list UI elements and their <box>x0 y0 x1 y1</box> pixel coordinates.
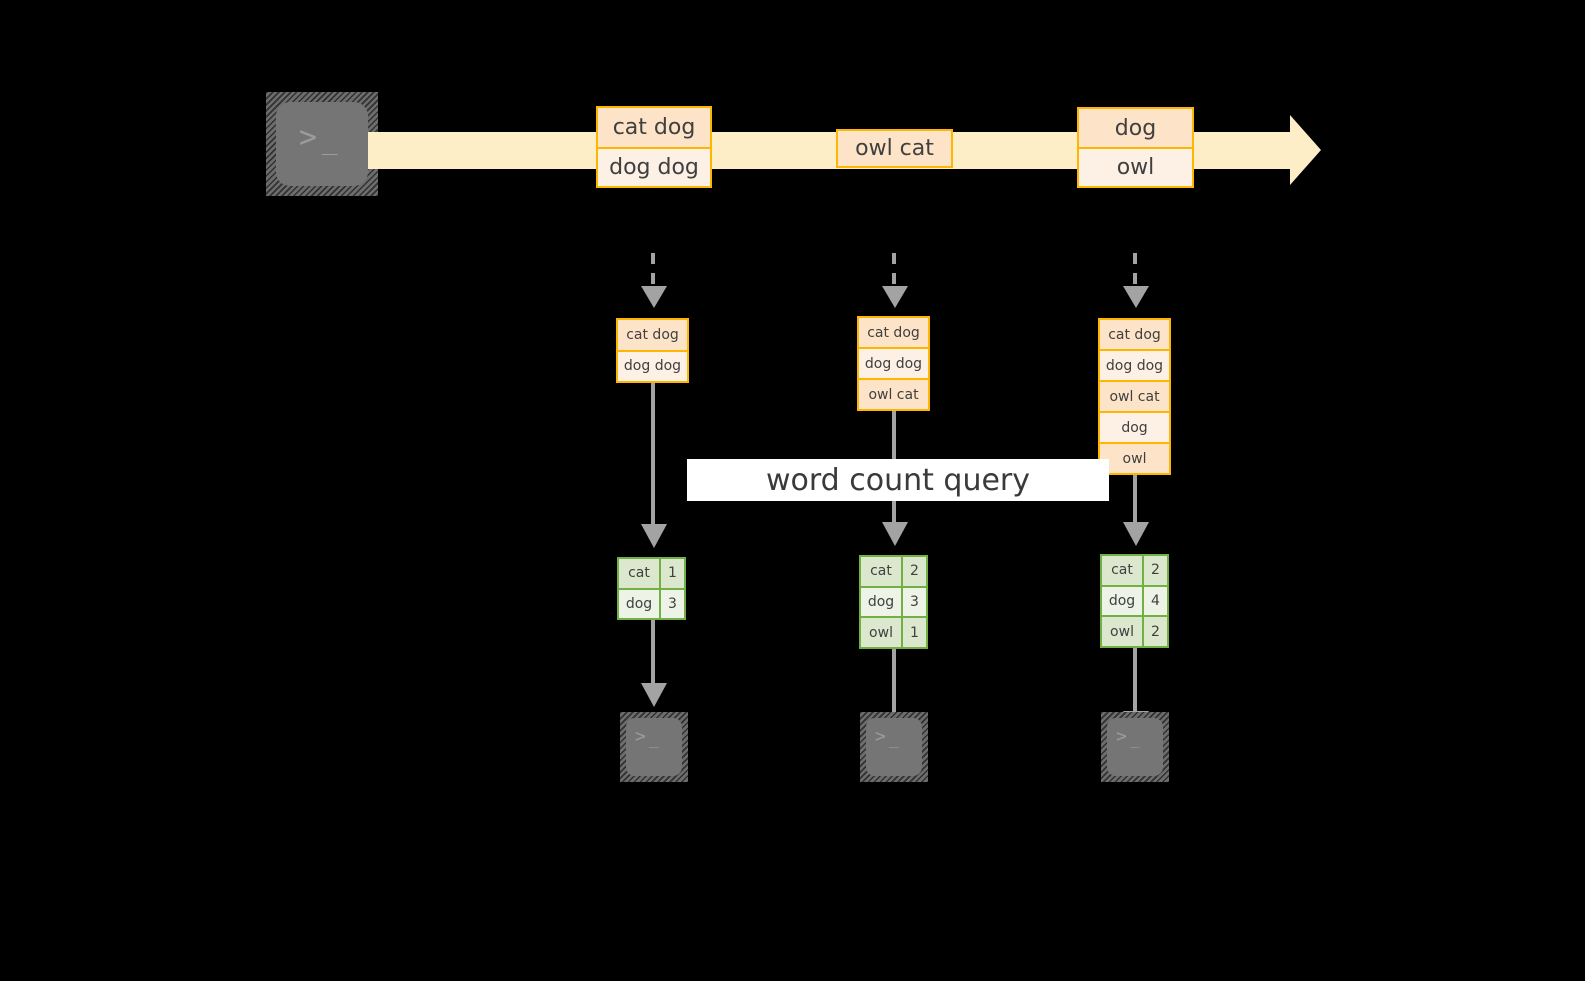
result-row: dog 3 <box>619 589 684 618</box>
snapshot-input-record: dog <box>1100 413 1169 444</box>
snapshot-input-stack: cat dog dog dog <box>616 318 689 383</box>
terminal-cursor-glyph: _ <box>889 729 899 748</box>
query-flow-arrowhead <box>1123 522 1149 546</box>
result-row: owl 2 <box>1102 617 1167 647</box>
result-count-cell: 1 <box>661 559 684 588</box>
terminal-cursor-glyph: _ <box>649 729 659 748</box>
snapshot-tap-arrowhead <box>641 286 667 308</box>
result-count-cell: 4 <box>1144 586 1167 616</box>
terminal-prompt-glyph: > <box>635 726 646 747</box>
result-key-cell: owl <box>1102 617 1144 647</box>
query-label: word count query <box>687 459 1109 501</box>
result-row: owl 1 <box>861 618 926 648</box>
snapshot-input-record: owl <box>1100 444 1169 473</box>
result-count-cell: 2 <box>1144 617 1167 647</box>
result-table: cat 1 dog 3 <box>617 557 686 620</box>
snapshot-input-record: dog dog <box>859 349 928 380</box>
result-count-cell: 3 <box>661 589 684 618</box>
query-flow-line <box>651 383 655 525</box>
result-key-cell: dog <box>861 587 903 617</box>
stream-record: owl cat <box>836 129 953 168</box>
producer-terminal-icon: > _ <box>266 92 378 196</box>
snapshot-tap-arrowhead <box>882 286 908 308</box>
result-key-cell: cat <box>861 557 903 586</box>
stream-record: dog <box>1077 107 1194 149</box>
result-table: cat 2 dog 4 owl 2 <box>1100 554 1169 648</box>
result-output-arrowhead <box>641 683 667 707</box>
result-output-line <box>1133 648 1137 712</box>
result-row: cat 2 <box>1102 556 1167 587</box>
result-output-line <box>892 649 896 713</box>
result-key-cell: cat <box>619 559 661 588</box>
snapshot-input-record: cat dog <box>618 320 687 352</box>
stream-record: owl <box>1077 147 1194 188</box>
consumer-terminal-icon: > _ <box>620 712 688 782</box>
terminal-cursor-glyph: _ <box>322 126 338 156</box>
consumer-terminal-icon: > _ <box>860 712 928 782</box>
result-table: cat 2 dog 3 owl 1 <box>859 555 928 649</box>
result-row: dog 4 <box>1102 586 1167 618</box>
terminal-plate <box>866 718 922 776</box>
snapshot-tap-line <box>651 253 655 287</box>
result-key-cell: owl <box>861 618 903 648</box>
result-row: cat 1 <box>619 559 684 590</box>
snapshot-tap-arrowhead <box>1123 286 1149 308</box>
result-output-line <box>651 620 655 684</box>
result-key-cell: dog <box>619 589 661 618</box>
snapshot-input-record: dog dog <box>618 351 687 381</box>
snapshot-input-record: cat dog <box>859 318 928 349</box>
stream-arrow-head <box>1290 115 1321 185</box>
terminal-plate <box>276 102 368 186</box>
snapshot-input-record: dog dog <box>1100 351 1169 382</box>
terminal-prompt-glyph: > <box>1116 726 1127 747</box>
snapshot-tap-line <box>892 253 896 287</box>
terminal-prompt-glyph: > <box>875 726 886 747</box>
terminal-plate <box>626 718 682 776</box>
query-flow-arrowhead <box>641 524 667 548</box>
snapshot-input-record: owl cat <box>1100 382 1169 413</box>
stream-record: dog dog <box>596 147 712 188</box>
result-row: dog 3 <box>861 587 926 619</box>
query-flow-arrowhead <box>882 522 908 546</box>
result-count-cell: 2 <box>903 557 926 586</box>
result-key-cell: cat <box>1102 556 1144 585</box>
result-count-cell: 2 <box>1144 556 1167 585</box>
terminal-cursor-glyph: _ <box>1130 729 1140 748</box>
terminal-plate <box>1107 718 1163 776</box>
snapshot-input-record: owl cat <box>859 380 928 409</box>
snapshot-input-record: cat dog <box>1100 320 1169 351</box>
snapshot-tap-line <box>1133 253 1137 287</box>
stream-record: cat dog <box>596 106 712 149</box>
result-row: cat 2 <box>861 557 926 588</box>
consumer-terminal-icon: > _ <box>1101 712 1169 782</box>
result-count-cell: 3 <box>903 587 926 617</box>
query-flow-line <box>1133 475 1137 523</box>
result-key-cell: dog <box>1102 586 1144 616</box>
snapshot-input-stack: cat dog dog dog owl cat dog owl <box>1098 318 1171 475</box>
result-count-cell: 1 <box>903 618 926 648</box>
terminal-prompt-glyph: > <box>299 120 318 155</box>
snapshot-input-stack: cat dog dog dog owl cat <box>857 316 930 411</box>
